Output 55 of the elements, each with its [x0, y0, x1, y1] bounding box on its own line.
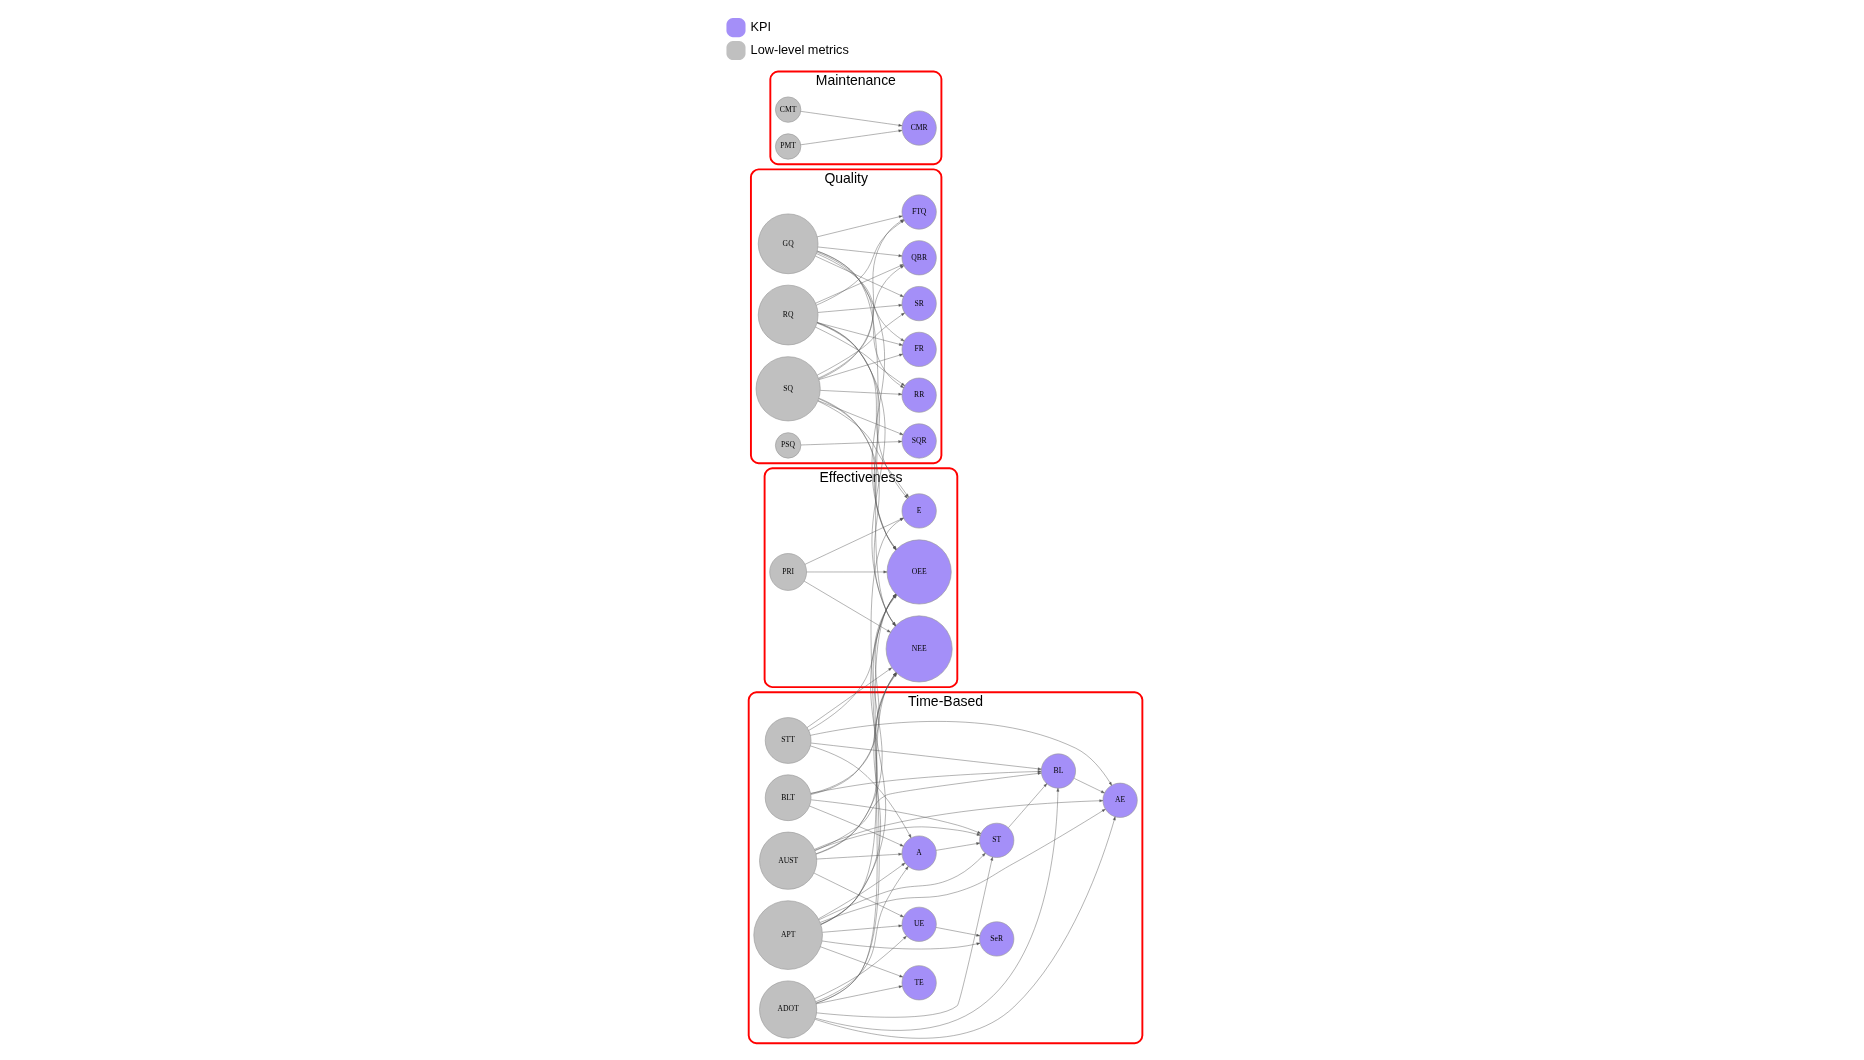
arrow: [817, 265, 904, 379]
arrow: [809, 745, 911, 838]
arrow: [815, 866, 908, 1002]
arrow: [814, 772, 1041, 851]
arrow: [806, 667, 892, 728]
arrow: [813, 799, 1103, 850]
arrow: [804, 517, 904, 565]
arrow: [815, 253, 904, 342]
arrow: [803, 580, 891, 633]
arrow: [813, 872, 904, 918]
arrow: [817, 304, 902, 313]
arrow: [817, 862, 905, 920]
arrow: [800, 440, 902, 446]
arrow: [935, 842, 980, 851]
arrow: [808, 805, 904, 847]
arrow: [814, 787, 1059, 1031]
arrow: [817, 246, 902, 257]
arrow: [1073, 778, 1105, 794]
legend-label: Low-level metrics: [750, 41, 849, 57]
arrow: [819, 808, 1106, 923]
arrow: [814, 326, 905, 386]
arrow: [814, 264, 903, 304]
arrow: [816, 312, 905, 376]
arrow: [813, 935, 907, 999]
arrow: [810, 799, 981, 834]
arrow: [800, 111, 902, 127]
arrow: [815, 220, 904, 306]
arrow: [815, 856, 993, 1018]
arrow: [818, 853, 986, 920]
arrow: [819, 390, 902, 396]
arrow: [818, 219, 904, 380]
legend-label: KPI: [750, 18, 771, 34]
arrow: [816, 322, 908, 499]
arrow: [819, 946, 903, 978]
arrow: [816, 215, 903, 238]
arrow: [818, 353, 903, 380]
arrow: [814, 255, 904, 297]
arrow: [814, 826, 980, 851]
arrow: [806, 570, 887, 574]
arrow: [820, 517, 904, 925]
arrow: [818, 398, 896, 550]
arrow: [814, 816, 1116, 1039]
arrow: [821, 940, 980, 950]
arrow: [810, 742, 1041, 771]
arrow: [809, 721, 1112, 786]
arrow: [800, 129, 902, 146]
arrow: [1007, 783, 1047, 828]
arrow: [821, 924, 902, 933]
arrow: [815, 985, 902, 1005]
arrow: [816, 251, 904, 388]
arrow: [809, 770, 1041, 794]
arrow: [816, 852, 902, 860]
arrow: [817, 400, 903, 435]
arrow: [935, 927, 980, 937]
arrow: [817, 400, 909, 498]
